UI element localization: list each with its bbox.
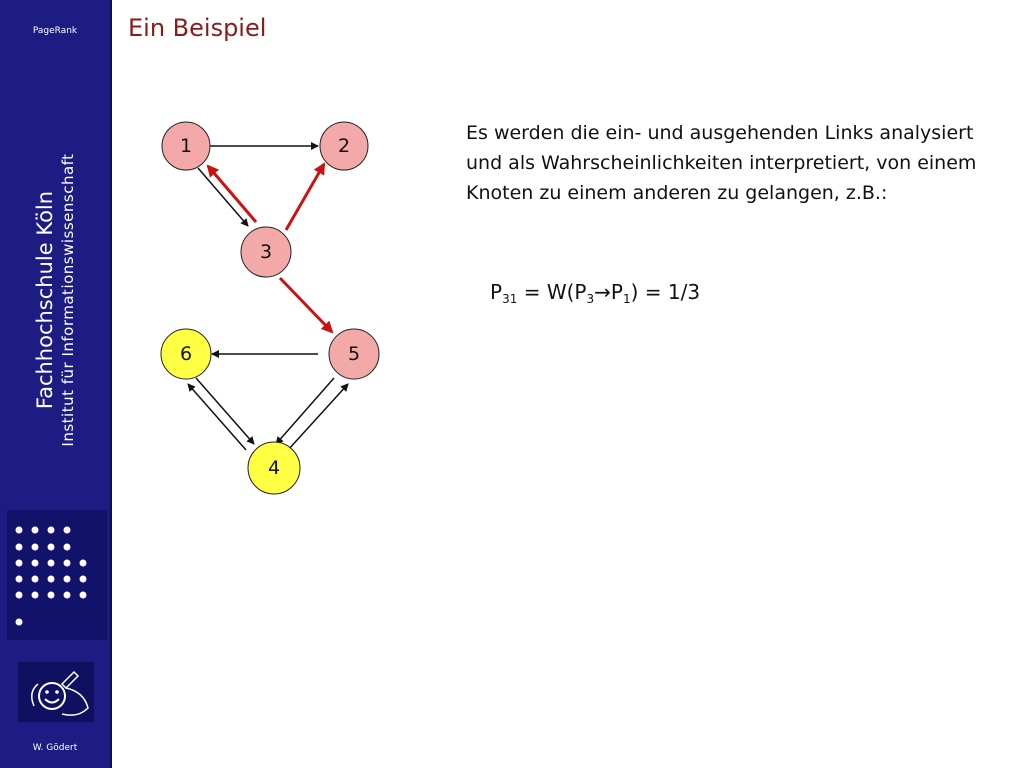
dots-pattern-icon [15, 526, 87, 626]
edge-4-5 [287, 383, 349, 451]
sidebar-topic: PageRank [32, 26, 78, 36]
edge-3-1 [206, 164, 258, 223]
edge-4-6 [187, 383, 247, 451]
svg-text:4: 4 [268, 457, 280, 479]
formula-sub-b: 1 [622, 292, 631, 306]
author: W. Gödert [32, 743, 78, 753]
edge-6-4 [195, 377, 255, 445]
link-graph: 1 2 3 4 5 6 [160, 121, 380, 495]
formula-p: P [610, 280, 623, 304]
sidebar: PageRank Fachhochschule Köln Institut fü… [0, 0, 112, 768]
smiley-logo [18, 662, 94, 722]
probability-formula: P31 = W(P3→P1) = 1/3 [490, 280, 700, 306]
slide-title: Ein Beispiel [128, 14, 267, 42]
node-2: 2 [319, 121, 369, 171]
edge-5-4 [275, 377, 335, 445]
department-name: Institut für Informationswissenschaft [59, 153, 77, 447]
formula-eq1: = W(P [517, 280, 587, 304]
formula-lhs: P [490, 280, 503, 304]
node-1: 1 [161, 121, 211, 171]
node-5: 5 [328, 328, 380, 380]
arrow-icon: → [594, 280, 611, 304]
edge-1-3 [197, 167, 249, 227]
svg-text:3: 3 [260, 241, 272, 263]
edge-3-5 [278, 276, 334, 334]
formula-lhs-sub: 31 [502, 292, 518, 306]
formula-sub-a: 3 [586, 292, 595, 306]
svg-text:6: 6 [180, 343, 192, 365]
formula-rest: ) = 1/3 [630, 280, 701, 304]
edge-3-2 [284, 162, 326, 231]
svg-text:1: 1 [180, 135, 192, 157]
svg-text:5: 5 [348, 343, 360, 365]
node-4: 4 [247, 441, 301, 495]
institution-name: Fachhochschule Köln [33, 190, 57, 410]
node-3: 3 [240, 226, 292, 278]
smiley-logo-icon [31, 670, 89, 716]
dots-pattern [7, 510, 107, 640]
svg-text:2: 2 [338, 135, 350, 157]
node-6: 6 [160, 328, 212, 380]
institution-block: Fachhochschule Köln Institut für Informa… [10, 70, 100, 530]
explanation-text: Es werden die ein- und ausgehenden Links… [466, 122, 977, 204]
